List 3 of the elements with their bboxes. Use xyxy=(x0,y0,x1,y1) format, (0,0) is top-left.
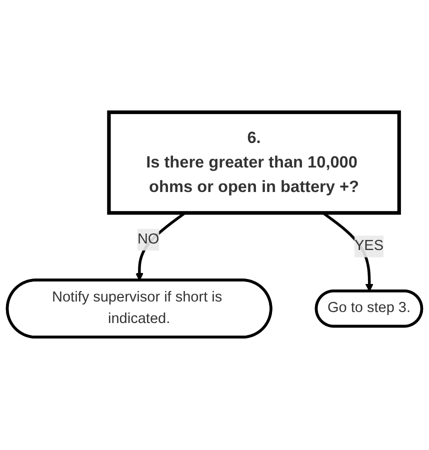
edge-label: YES xyxy=(354,238,384,254)
edge-label: NO xyxy=(137,232,160,248)
node-box: 6. Is there greater than 10,000 ohms or open in battery +? xyxy=(107,110,401,216)
